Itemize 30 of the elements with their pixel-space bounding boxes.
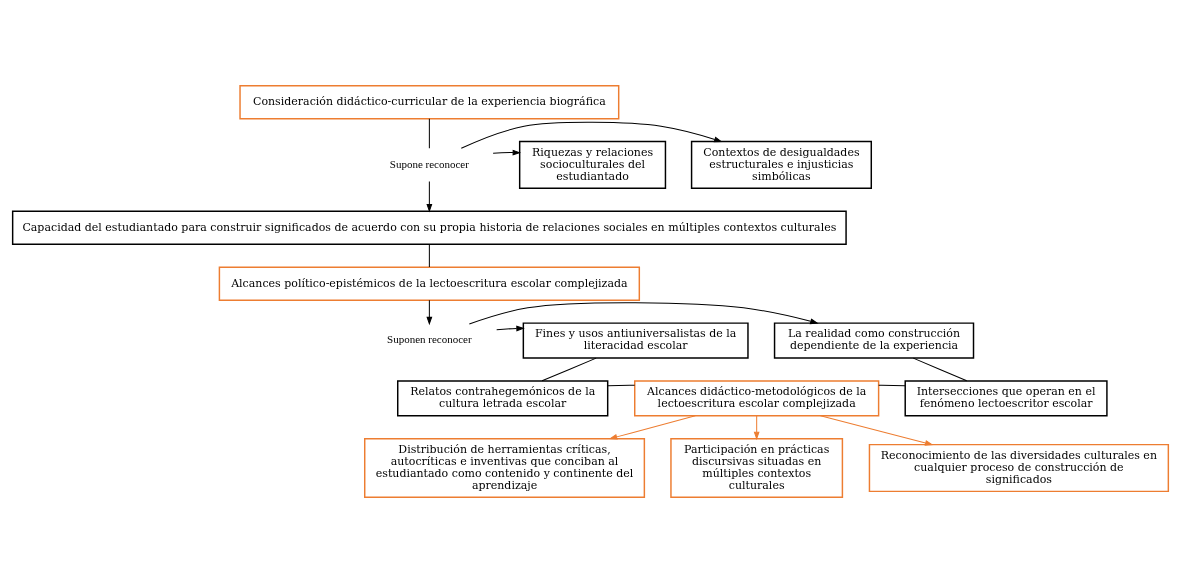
node-text: Supone reconocer	[389, 157, 469, 170]
node-box: Consideración didáctico-curricular de la experiencia biográfica	[239, 84, 620, 119]
arrow	[460, 121, 723, 149]
arrow	[820, 414, 934, 446]
arrow	[753, 415, 760, 440]
node-box: Intersecciones que operan en el fenómeno lectoescritor escolar	[904, 379, 1108, 416]
node-box: Riquezas y relaciones socioculturales del estudiantado	[518, 140, 667, 189]
arrow	[426, 180, 433, 213]
node-box: Contextos de desigualdades estructurales e injusticias simbólicas	[690, 140, 873, 189]
node-text: Suponen reconocer	[387, 332, 472, 345]
connector	[912, 357, 968, 381]
arrow	[492, 149, 522, 156]
node-box: Participación en prácticas discursivas situadas en múltiples contextos culturales	[670, 437, 844, 498]
node-box: Alcances didáctico-metodológicos de la lectoescritura escolar complejizada	[634, 379, 880, 416]
arrow	[608, 414, 696, 440]
node-box: Capacidad del estudiantado para construir significados de acuerdo con su propia historia de relaciones sociales en múltiples contextos culturales	[11, 210, 847, 245]
connector	[878, 384, 906, 386]
node-box: Relatos contrahegemónicos de la cultura letrada escolar	[397, 379, 609, 416]
node-box: La realidad como construcción dependiente de la experiencia	[773, 321, 975, 359]
arrow	[426, 299, 433, 325]
connector	[541, 357, 597, 381]
connector	[428, 117, 430, 149]
connector	[428, 243, 430, 267]
node-box: Fines y usos antiuniversalistas de la literacidad escolar	[522, 321, 749, 359]
node-box: Distribución de herramientas críticas, autocríticas e inventivas que conciban al estudiantado como contenido y continente del aprendizaje	[364, 437, 646, 498]
arrow	[496, 325, 525, 331]
node-box: Reconocimiento de las diversidades culturales en cualquier proceso de construcción de significados	[868, 443, 1170, 492]
node-box: Alcances político-epistémicos de la lectoescritura escolar complejizada	[218, 265, 641, 301]
arrow	[468, 301, 819, 325]
connector	[607, 384, 636, 386]
